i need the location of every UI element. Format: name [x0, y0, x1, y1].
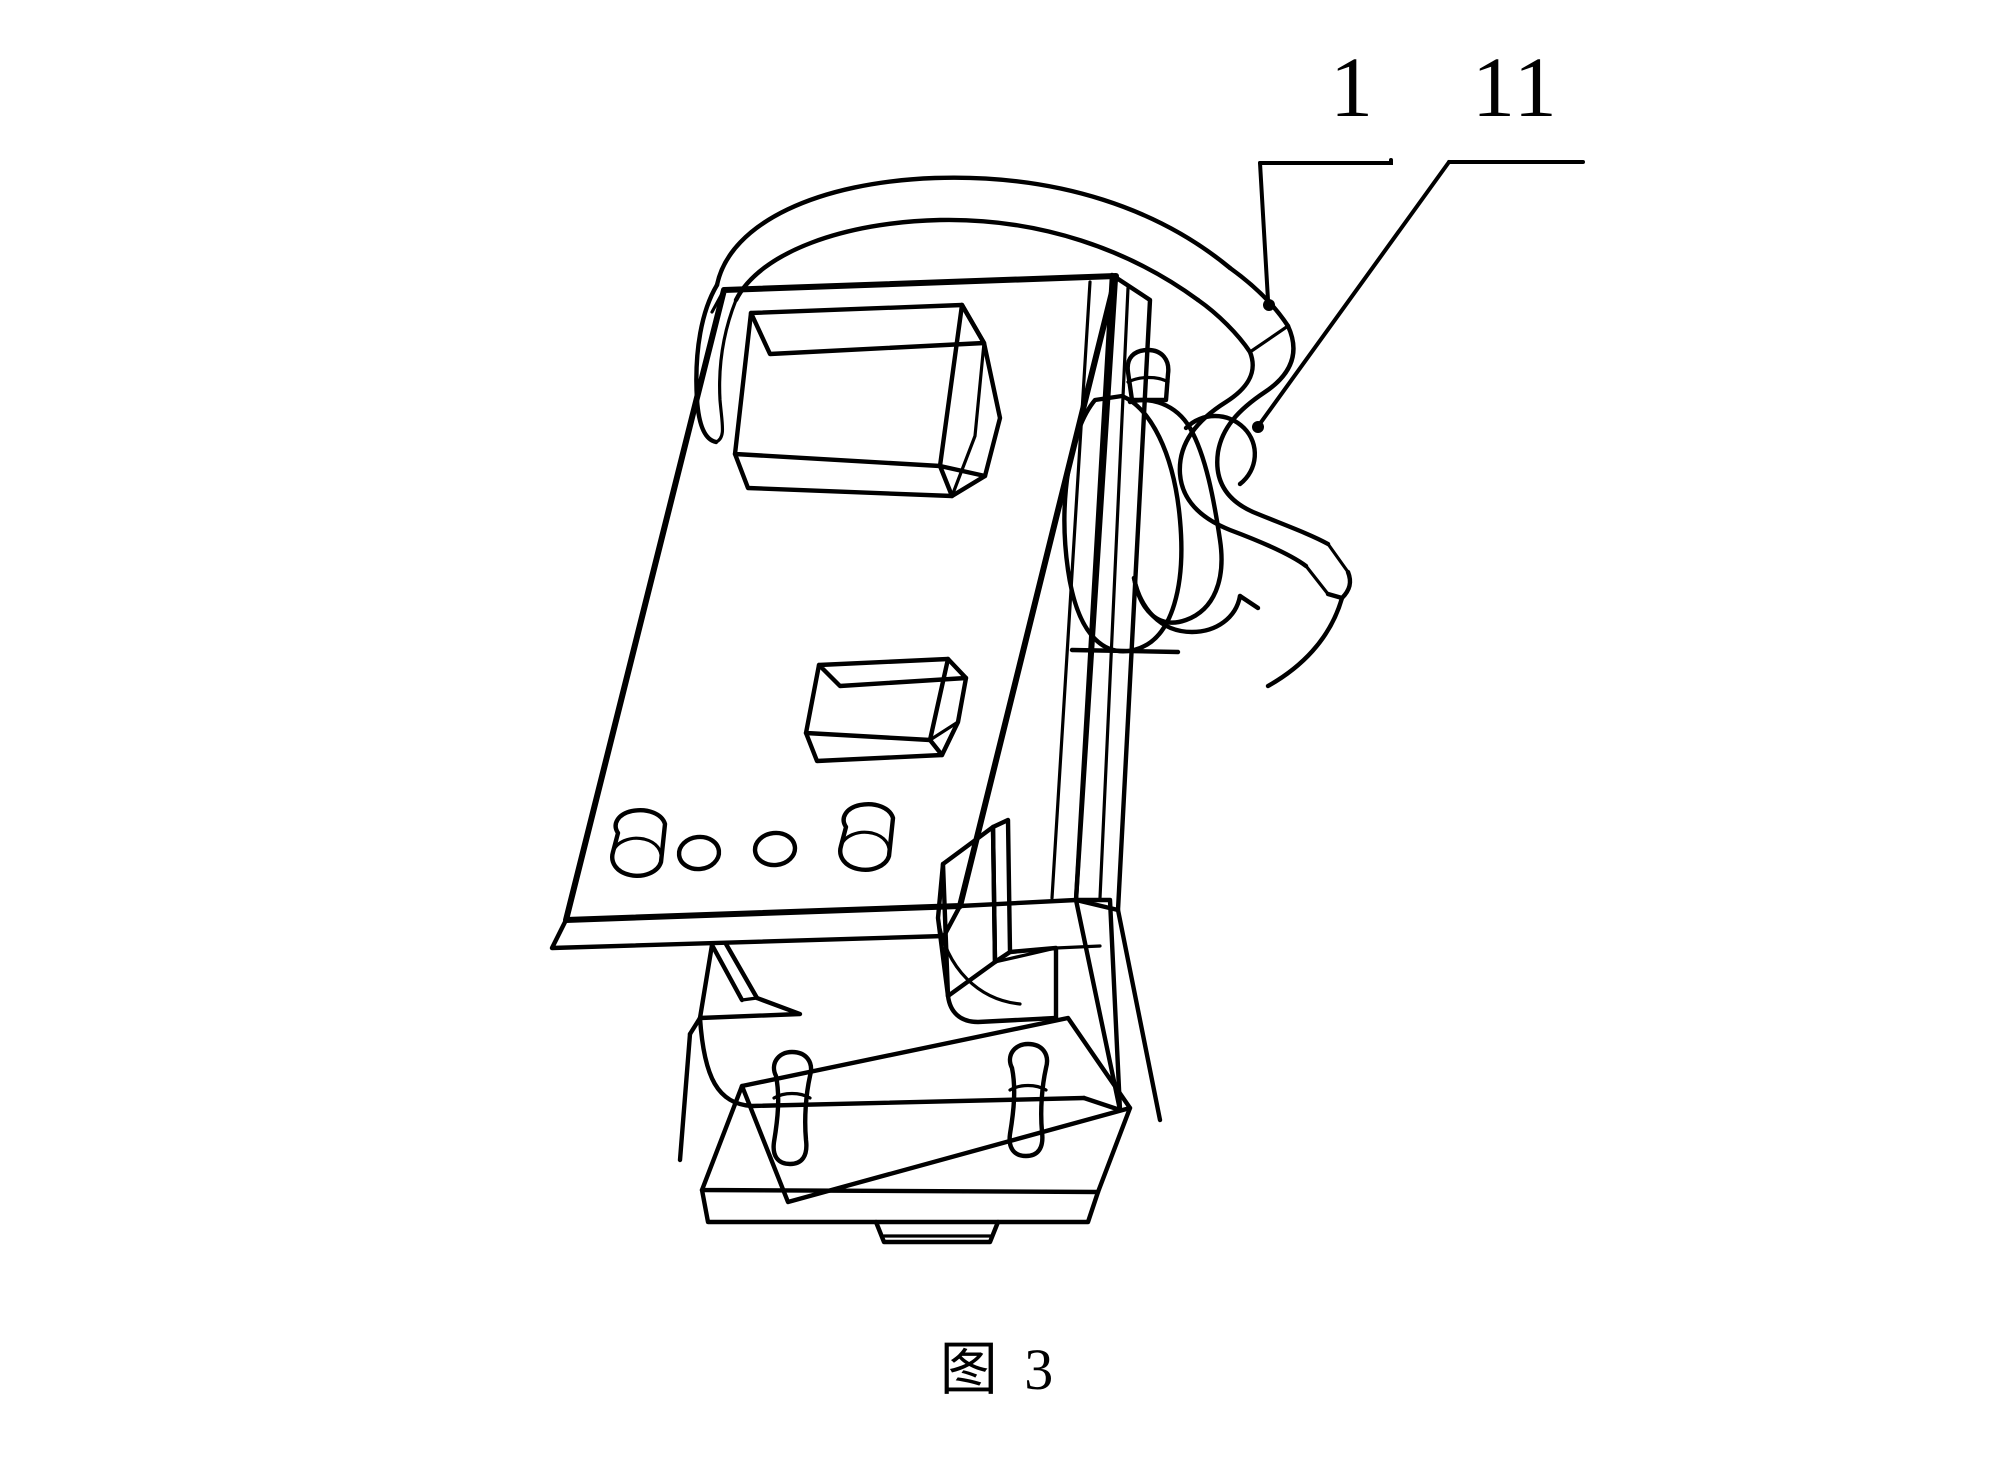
push-button-right[interactable] [838, 802, 896, 872]
base-pin-left [771, 1049, 814, 1167]
leader-line-1 [1258, 158, 1393, 311]
small-raised-box [803, 656, 969, 764]
front-panel [549, 273, 1119, 951]
control-row [610, 802, 896, 878]
leader-line-11 [1252, 160, 1585, 433]
bulb-assembly [1062, 347, 1261, 655]
support-bracket [687, 817, 1123, 1113]
curved-handle-arc [694, 175, 1291, 445]
base-plate [699, 1015, 1133, 1245]
push-button-left[interactable] [610, 808, 668, 878]
reference-label-11: 11 [1472, 39, 1559, 135]
lower-housing-skirt [677, 1015, 1123, 1163]
indicator-led-1 [676, 834, 722, 872]
large-raised-box [732, 302, 1003, 499]
indicator-led-2 [752, 830, 798, 868]
figure-caption: 图 3 [939, 1337, 1060, 1402]
reference-label-1: 1 [1330, 39, 1375, 135]
s-curved-hook-bracket [1177, 323, 1353, 689]
